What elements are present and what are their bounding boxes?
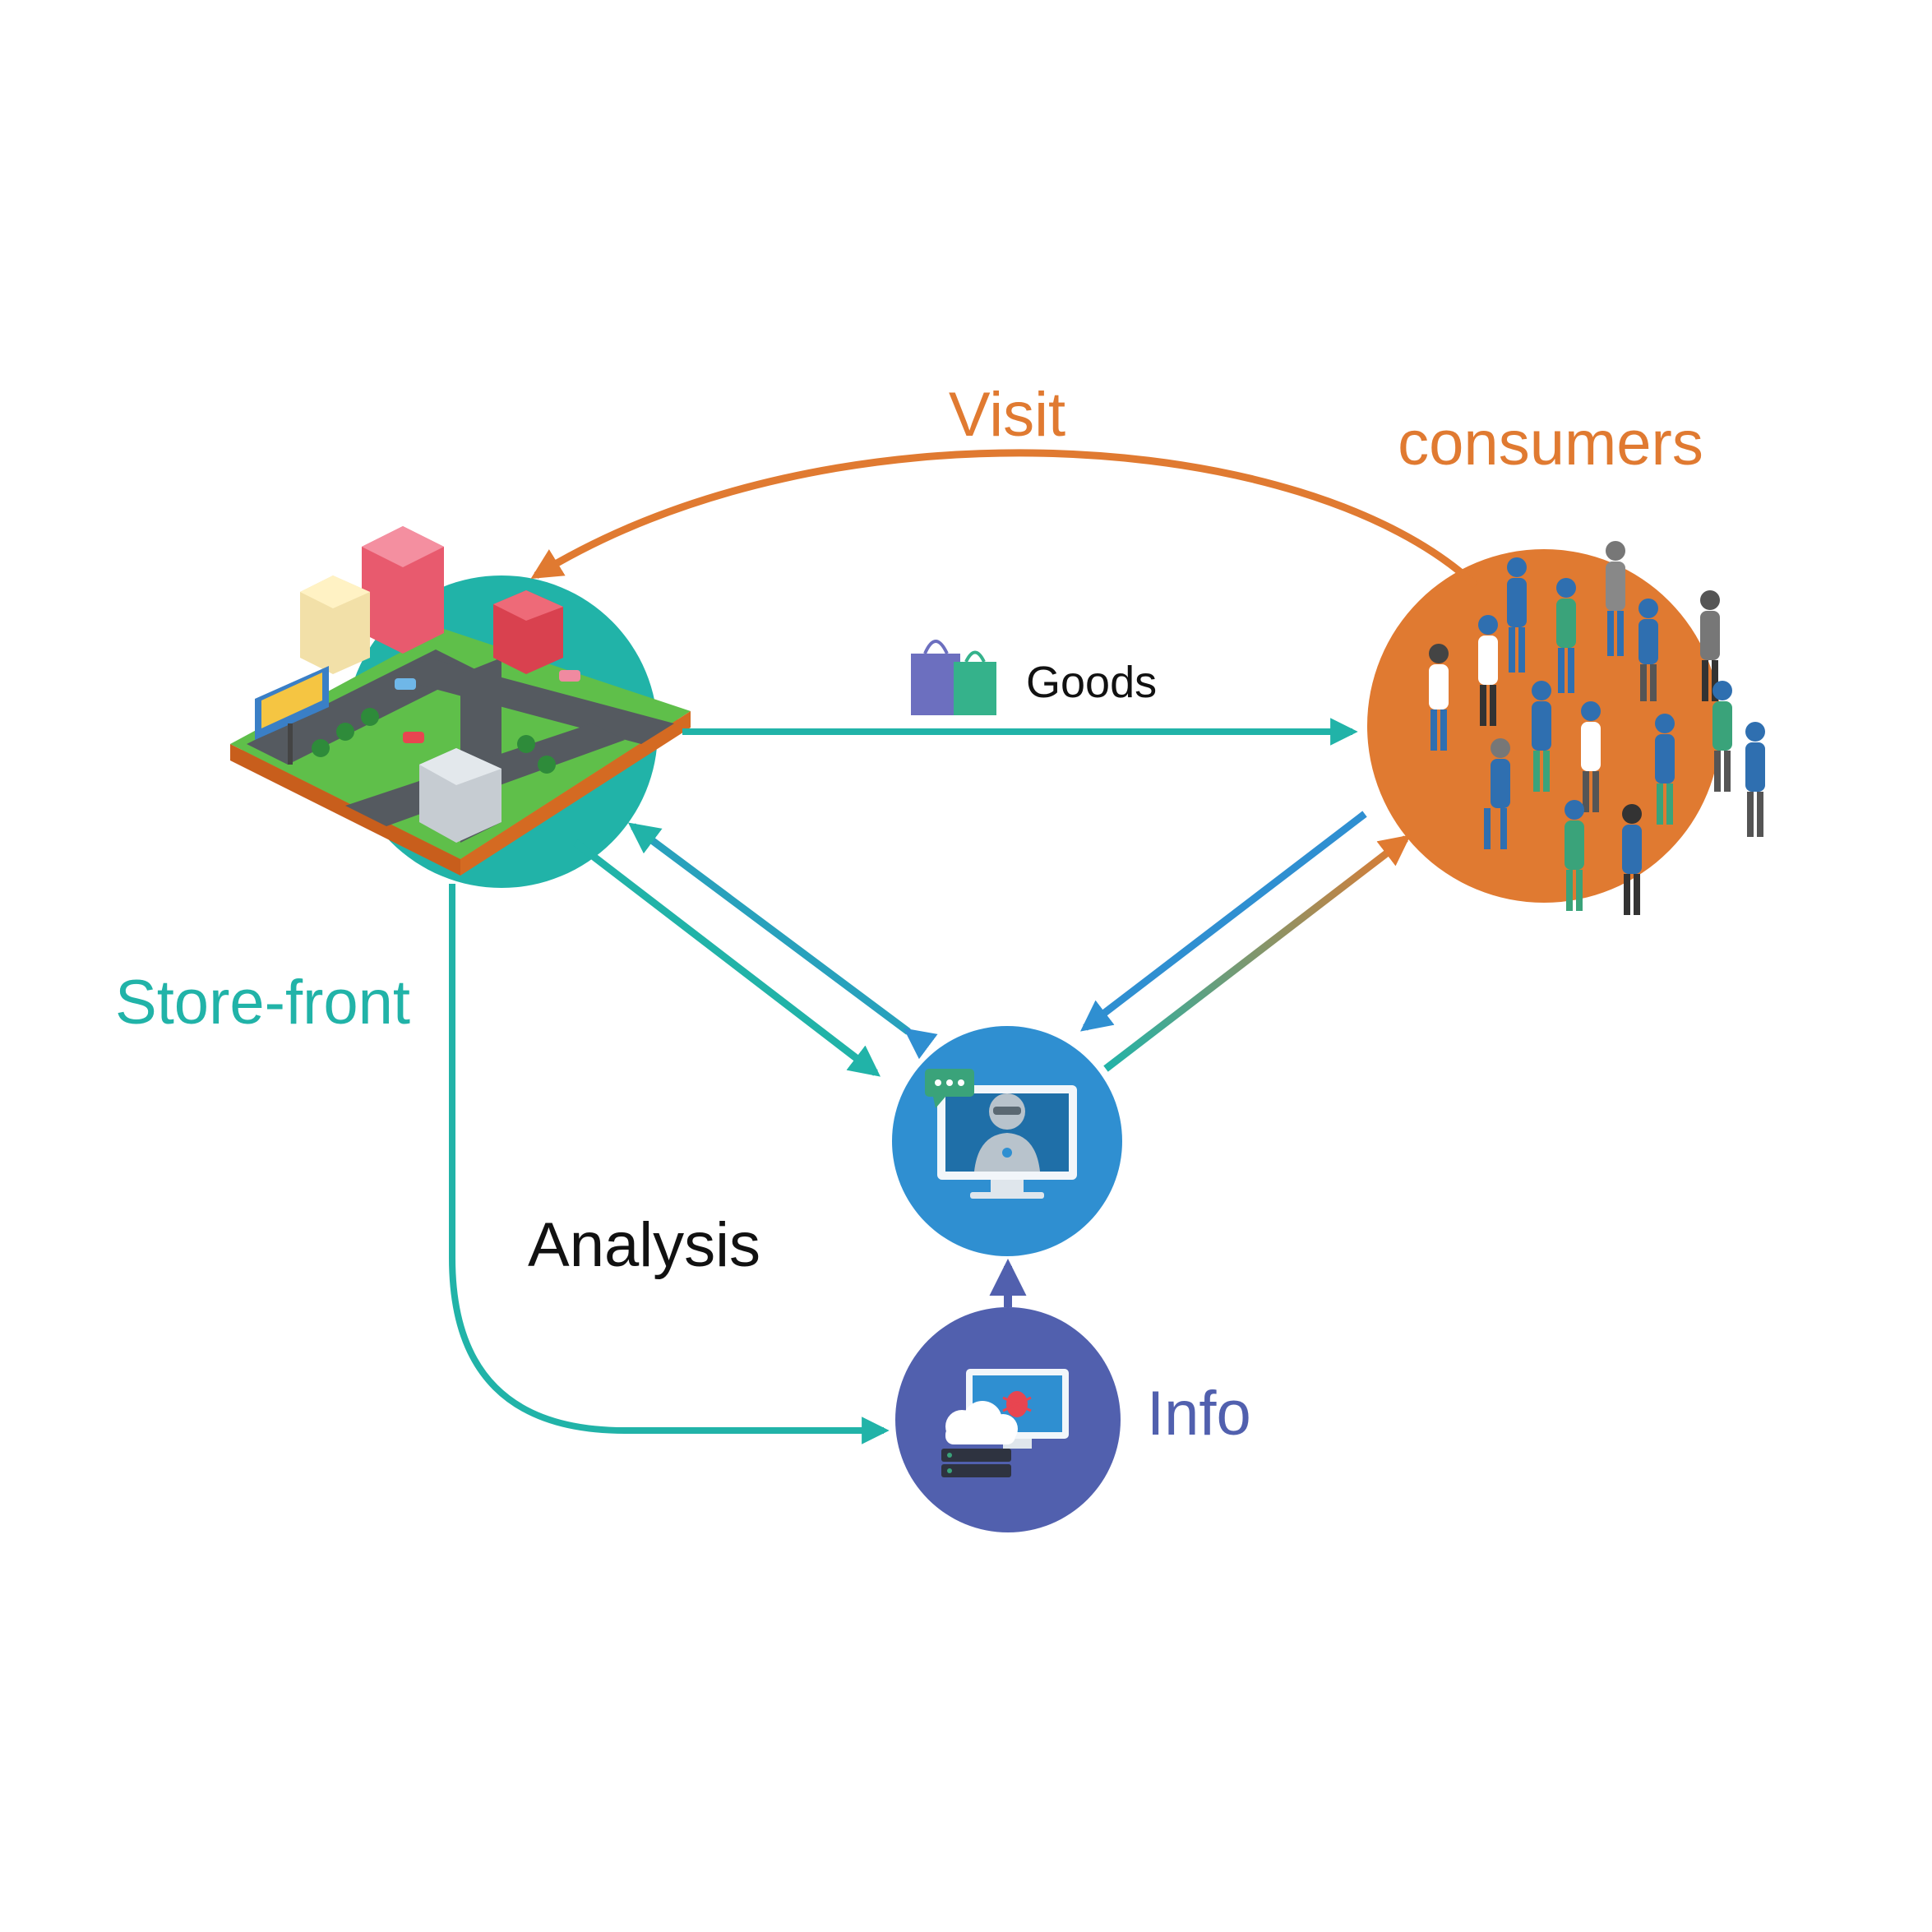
store-front-icon [230,526,691,888]
store-to-ai-arrow [573,839,880,1077]
consumers-label: consumers [1398,409,1703,478]
chat-bubble-icon [925,1069,974,1108]
store-front-label: Store-front [115,968,410,1038]
ai-to-store-arrow [627,822,938,1060]
goods-label: Goods [1026,658,1157,707]
cloud-icon [945,1401,1018,1444]
building-shop [493,590,563,674]
shopping-bags-icon [911,640,996,715]
store-to-info-arrow [449,884,890,1444]
consumers-to-ai-arrow [1079,811,1367,1032]
building-grey [419,748,501,843]
ai-to-consumers-arrow [1103,834,1411,1072]
analysis-label: Analysis [528,1210,760,1280]
visit-label: Visit [949,380,1065,450]
info-icon [895,1307,1121,1532]
bug-icon [1002,1391,1032,1417]
building-red [362,526,444,654]
visit-arrow [530,449,1479,589]
consumers-icon [1367,541,1765,915]
building-beige [300,575,370,674]
info-label: Info [1147,1379,1251,1449]
server-icon [941,1449,1011,1477]
ai-analysis-icon [892,1026,1122,1256]
billboard [255,666,329,765]
